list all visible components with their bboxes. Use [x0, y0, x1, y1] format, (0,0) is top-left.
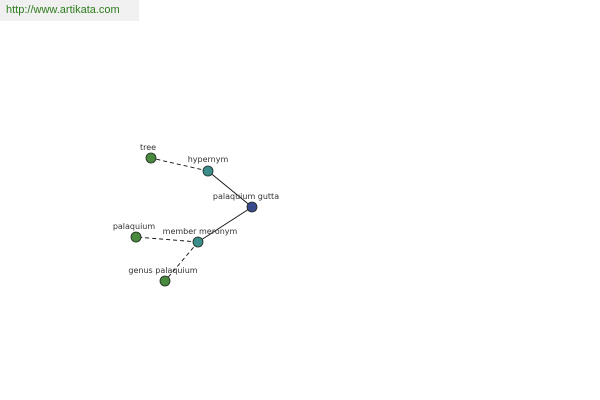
node-tree[interactable] [145, 152, 157, 164]
node-palaquium[interactable] [130, 231, 142, 243]
node-label-tree[interactable]: tree [140, 143, 156, 152]
node-label-genus-palaquium[interactable]: genus palaquium [128, 266, 197, 275]
node-hypernym[interactable] [202, 165, 214, 177]
site-url-banner[interactable]: http://www.artikata.com [0, 0, 139, 21]
node-member-meronym[interactable] [192, 236, 204, 248]
edge-member-meronym-to-palaquium [135, 236, 199, 243]
edge-member-meronym-to-genus-palaquium [164, 241, 199, 282]
labels-layer: tree hypernym palaquium gutta member merony… [113, 143, 279, 275]
node-palaquium-gutta[interactable] [246, 201, 258, 213]
node-genus-palaquium[interactable] [159, 275, 171, 287]
node-label-palaquium[interactable]: palaquium [113, 222, 156, 231]
edge-palaquium-gutta-to-hypernym [207, 170, 253, 208]
node-label-palaquium-gutta[interactable]: palaquium gutta [213, 192, 279, 201]
nodes-layer [130, 152, 258, 287]
node-label-hypernym[interactable]: hypernym [188, 155, 229, 164]
edge-palaquium-gutta-to-member-meronym [197, 206, 253, 243]
node-label-member-meronym[interactable]: member meronym [163, 227, 238, 236]
edges-layer [135, 157, 253, 282]
edge-hypernym-to-tree [150, 157, 209, 172]
